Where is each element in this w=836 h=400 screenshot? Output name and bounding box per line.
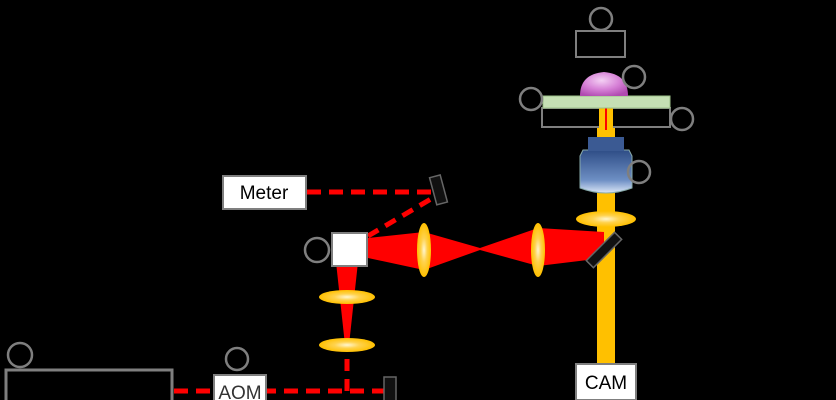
sample-dome [580,72,628,96]
camera-box [575,363,637,400]
mirror-meter [428,174,449,206]
aom-label: AOM [218,383,261,400]
lens-upper [319,290,375,304]
sample-slide [542,95,671,109]
splitter-marker-circle [303,236,331,264]
camera-label: CAM [585,373,627,394]
mirror-bottom [383,376,397,400]
aom-box [213,374,267,400]
top-condenser-box [575,30,626,58]
lens-tube [576,211,636,227]
lens-lower [319,338,375,352]
aom-marker-circle [224,346,250,372]
dichroic-mirror [585,231,623,269]
lens-horizontal-left [417,223,431,277]
lens-horizontal-right [531,223,545,277]
objective-marker-circle [626,159,652,185]
laser-marker-circle [6,341,34,369]
objective-top [588,137,624,151]
dome-marker-circle [621,64,647,90]
beam-horizontal-expander [368,228,604,270]
meter-box [222,175,307,210]
top-marker-circle [588,6,614,32]
meter-label: Meter [240,183,289,204]
objective-lens [579,149,633,194]
beam-vertical-lens-top [340,300,354,332]
stage-left-marker-circle [518,86,544,112]
beam-diagonal-dashed [366,193,438,239]
beam-splitter-cube [331,232,368,267]
laser-source-box [4,368,174,400]
stage-right-marker-circle [669,106,695,132]
